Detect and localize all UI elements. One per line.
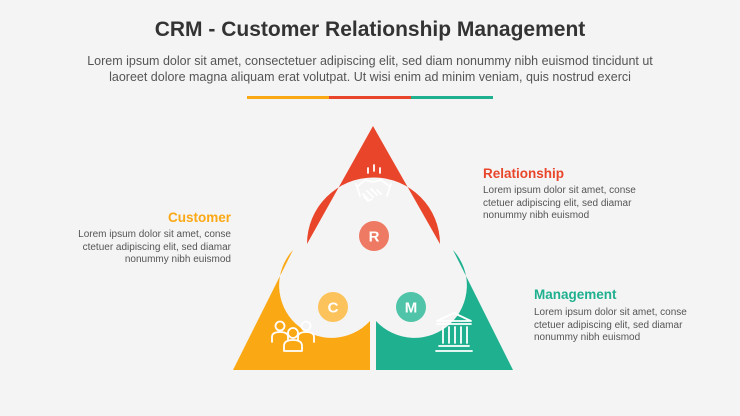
management-segment [376,250,513,370]
subtitle-line-1: Lorem ipsum dolor sit amet, consectetuer… [87,54,653,68]
relationship-description-line: Lorem ipsum dolor sit amet, conse [483,185,636,196]
subtitle-line-2: laoreet dolore magna aliquam erat volutp… [109,70,631,84]
badge-m-letter: M [405,300,418,317]
customer-description-line: Lorem ipsum dolor sit amet, conse [78,229,231,240]
customer-segment [233,250,370,370]
customer-description-line: nonummy nibh euismod [124,254,231,265]
relationship-segment [307,126,440,244]
customer-heading: Customer [167,210,231,225]
people-group-icon [271,320,315,352]
customer-description: Lorem ipsum dolor sit amet, conse ctetue… [31,229,231,267]
management-description-line: ctetuer adipiscing elit, sed diamar [534,319,683,331]
management-description-line: nonummy nibh euismod [534,332,641,343]
badge-c-circle [318,292,348,322]
management-heading: Management [534,287,617,302]
customer-description-line: ctetuer adipiscing elit, sed diamar [82,241,231,253]
badge-c-letter: C [328,300,339,317]
relationship-description-line: nonummy nibh euismod [483,210,590,221]
page-title: CRM - Customer Relationship Management [154,18,586,41]
relationship-heading: Relationship [483,166,565,181]
divider-orange [247,96,329,99]
badge-m-circle [396,292,426,322]
divider-teal [411,96,493,99]
badge-r-letter: R [369,229,380,246]
relationship-description-line: ctetuer adipiscing elit, sed diamar [483,197,632,209]
institution-building-icon [435,312,473,352]
relationship-description: Lorem ipsum dolor sit amet, conse ctetue… [483,185,683,223]
management-description: Lorem ipsum dolor sit amet, conse ctetue… [534,307,734,345]
divider-red [329,96,411,99]
badge-r-circle [359,221,389,251]
handshake-icon [355,164,392,202]
management-description-line: Lorem ipsum dolor sit amet, conse [534,307,687,318]
page-subtitle: Lorem ipsum dolor sit amet, consectetuer… [40,53,700,85]
